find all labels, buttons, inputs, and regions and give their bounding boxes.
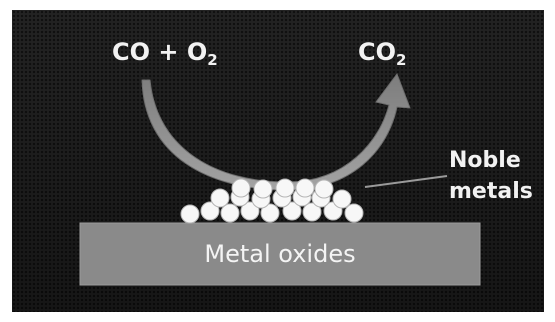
noble-metal-particle [332, 189, 352, 209]
noble-metal-particle [231, 178, 251, 198]
noble-metal-particle [314, 179, 334, 199]
noble-metal-particle [295, 178, 315, 198]
noble-metal-particles [180, 178, 364, 224]
noble-metal-particle [200, 201, 220, 221]
noble-metal-particle [302, 202, 322, 222]
noble-metal-particle [282, 201, 302, 221]
metal-oxide-support [79, 222, 481, 286]
product-label: CO2 [358, 38, 407, 69]
noble-metal-particle [220, 203, 240, 223]
noble-metal-particle [253, 179, 273, 199]
diagram-graphics [79, 72, 481, 286]
reaction-arrow [141, 72, 411, 191]
noble-metal-particle [260, 203, 280, 223]
noble-metal-particle [275, 178, 295, 198]
noble-metal-particle [180, 204, 200, 224]
noble-metal-particle [240, 201, 260, 221]
metal-oxides-label: Metal oxides [204, 240, 356, 268]
noble-metal-particle [210, 188, 230, 208]
noble-metal-particle [344, 203, 364, 223]
reactant-label: CO + O2 [112, 38, 218, 69]
callout-line [364, 175, 448, 188]
